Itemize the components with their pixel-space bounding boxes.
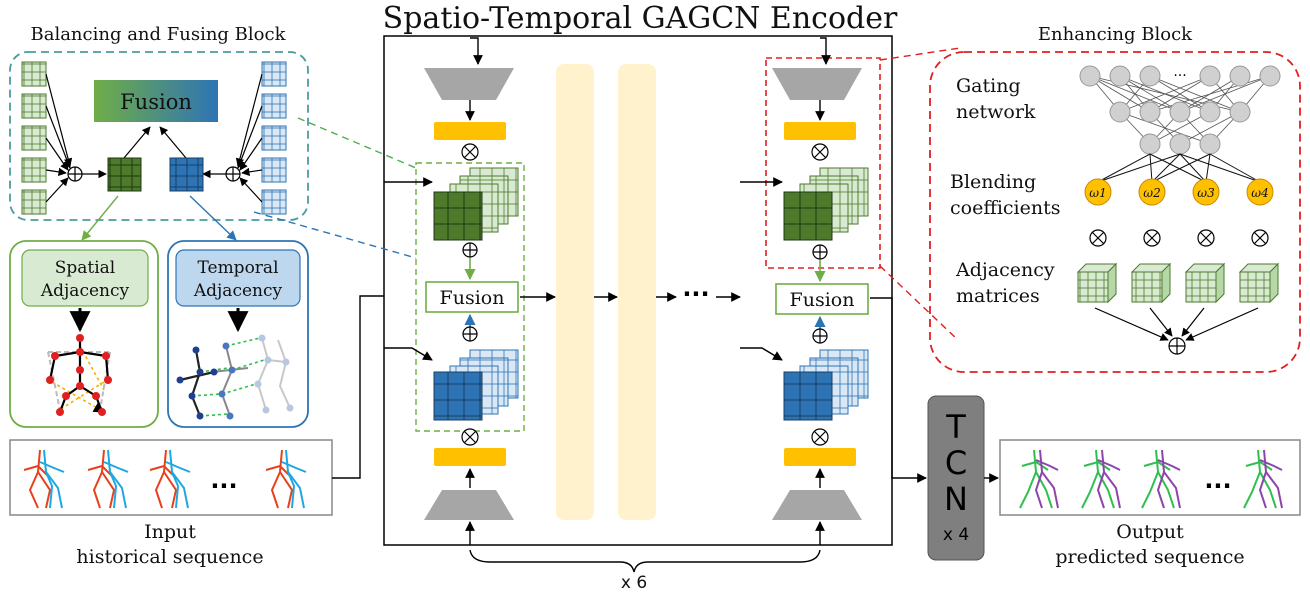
balancing-spatial-matrix [107,157,142,192]
layer1-top-gold-bar [434,122,506,140]
enhancing-block-frame [929,51,1301,373]
adjacency-sum-plus [1168,337,1186,355]
encoder-layer-1: Fusion [415,68,525,520]
spatial-label-line2: Adjacency [40,281,130,301]
encoder-outer-frame [383,35,893,546]
encoder-layer-n: Fusion [765,57,881,520]
gating-ellipsis-top: ... [1173,64,1186,80]
coefficient-2: ω2 [1143,186,1160,200]
spatial-link-arrow [81,195,119,241]
output-caption-line1: Output [1116,521,1184,543]
balancing-block-frame [9,51,309,221]
adjacency-label-line2: matrices [956,285,1040,307]
layerN-red-dashed-frame [765,57,881,269]
encoder-layer-bar-3 [618,64,656,520]
layerN-spatial-matrix-stack [783,167,869,241]
output-pose-3 [1141,449,1181,509]
link-line-red-top [879,47,961,61]
output-pose-2 [1081,449,1121,509]
layer1-multiply-top [461,143,479,161]
spatial-label-box [21,249,149,307]
adjacency-label-line1: Adjacency [955,259,1055,281]
input-caption-line2: historical sequence [76,546,263,568]
diagram-title: Spatio-Temporal GAGCN Encoder [383,1,898,36]
layer1-bottom-trapezoid [424,490,514,520]
gating-label-line1: Gating [956,75,1021,97]
layerN-multiply-top [811,143,829,161]
input-pose-4 [265,449,307,509]
layer1-plus-top [462,242,478,258]
coefficient-3: ω3 [1197,186,1215,200]
repeat-brace [469,549,821,573]
layer1-spatial-matrix-stack [433,167,519,241]
layer1-fusion-label: Fusion [440,287,505,309]
output-ellipsis: ... [1204,466,1231,494]
blending-label-line2: coefficients [950,197,1060,219]
layerN-fusion-label: Fusion [790,289,855,311]
coefficient-4: ω4 [1251,186,1268,200]
balancing-fusion-label: Fusion [120,90,192,114]
link-line-blue [253,211,417,259]
blending-edges [1097,153,1261,183]
layerN-fusion-box [775,283,869,315]
layerN-bottom-gold-bar [784,448,856,466]
coefficient-1: ω1 [1089,186,1106,200]
layer1-temporal-matrix-stack [433,349,519,421]
enhancing-multiply-row [1089,229,1269,247]
balancing-block-title: Balancing and Fusing Block [30,24,286,45]
temporal-label-line1: Temporal [197,258,278,278]
adjacency-sum-arrows [1094,307,1259,341]
balancing-right-matrix-stack [261,61,287,215]
spatial-label-line1: Spatial [55,258,116,278]
layer1-multiply-bottom [461,428,479,446]
temporal-link-arrow [189,195,237,241]
repeat-label: x 6 [621,573,647,593]
tcn-letter-t: T [945,408,966,446]
enhancing-block-title: Enhancing Block [1038,24,1193,45]
input-pose-3 [149,449,191,509]
spatial-skeleton-graph [46,334,112,416]
tcn-letter-c: C [945,444,967,482]
input-caption-line1: Input [144,521,196,543]
layerN-plus-bottom [812,328,828,344]
layer1-fusion-box [425,281,519,313]
layerN-top-gold-bar [784,122,856,140]
input-pose-1 [23,449,65,509]
layer1-top-trapezoid [424,68,514,100]
layerN-temporal-matrix-stack [783,349,869,421]
temporal-label-box [175,249,301,307]
output-caption-line2: predicted sequence [1055,546,1244,568]
temporal-skeleton-graph [176,334,294,420]
balancing-left-matrix-stack [21,61,47,215]
tcn-repeat: x 4 [943,525,969,545]
encoder-flow-arrows [332,37,927,545]
layerN-top-trapezoid [772,68,862,100]
layerN-bottom-trapezoid [772,490,862,520]
layer1-bottom-gold-bar [434,448,506,466]
input-pose-2 [87,449,129,509]
layerN-plus-top [812,244,828,260]
link-line-green [297,117,417,169]
encoder-ellipsis: ··· [682,280,709,308]
gating-label-line2: network [956,101,1036,123]
tcn-letter-n: N [944,480,968,518]
blending-coefficient-nodes [1084,178,1274,206]
balancing-plus-left [67,166,83,182]
balancing-arrows [45,73,263,203]
balancing-plus-right [225,166,241,182]
input-ellipsis: ... [210,466,237,494]
output-pose-1 [1019,449,1059,509]
encoder-layer-bar-2 [556,64,594,520]
balancing-temporal-matrix [169,157,204,192]
output-pose-4 [1243,449,1283,509]
balancing-fusion-box [94,80,218,122]
layerN-multiply-bottom [811,428,829,446]
layer1-plus-bottom [462,326,478,342]
gating-network-nodes [1079,65,1281,155]
blending-label-line1: Blending [950,171,1036,193]
temporal-label-line2: Adjacency [193,281,283,301]
link-line-red-bottom [879,265,959,341]
adjacency-matrix-cubes [1076,262,1280,304]
